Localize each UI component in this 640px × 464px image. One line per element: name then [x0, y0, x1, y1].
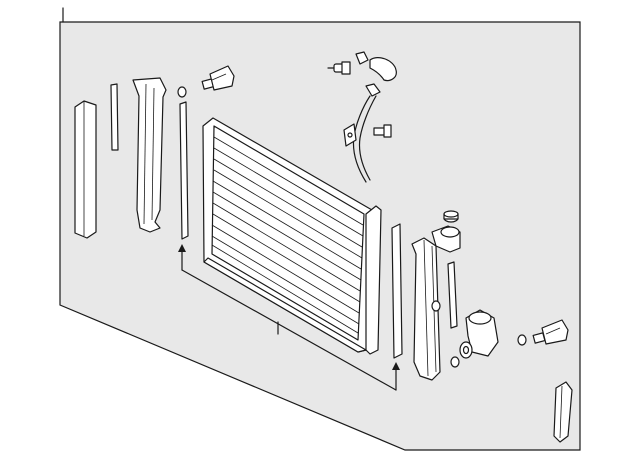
seal-connector-line — [181, 269, 397, 391]
left-narrow-strip — [110, 83, 119, 151]
left-air-guide — [132, 77, 167, 233]
right-o-ring — [517, 334, 527, 346]
arrow-right — [392, 362, 400, 370]
lower-o-ring — [450, 356, 460, 368]
mounting-bolt — [373, 124, 392, 138]
lower-drain-plug — [532, 319, 569, 345]
upper-drain-plug — [201, 65, 235, 91]
left-side-seal — [74, 100, 97, 239]
outlet-fitting — [459, 309, 499, 359]
right-thin-seal — [391, 223, 403, 359]
left-o-ring — [177, 86, 187, 98]
left-thin-seal — [179, 101, 189, 240]
arrow-left — [178, 244, 186, 252]
reservoir-hose-assembly — [327, 51, 397, 183]
right-side-tank — [411, 210, 461, 381]
lower-right-bracket — [553, 381, 573, 443]
radiator-core — [202, 117, 382, 355]
right-narrow-strip — [447, 261, 458, 329]
